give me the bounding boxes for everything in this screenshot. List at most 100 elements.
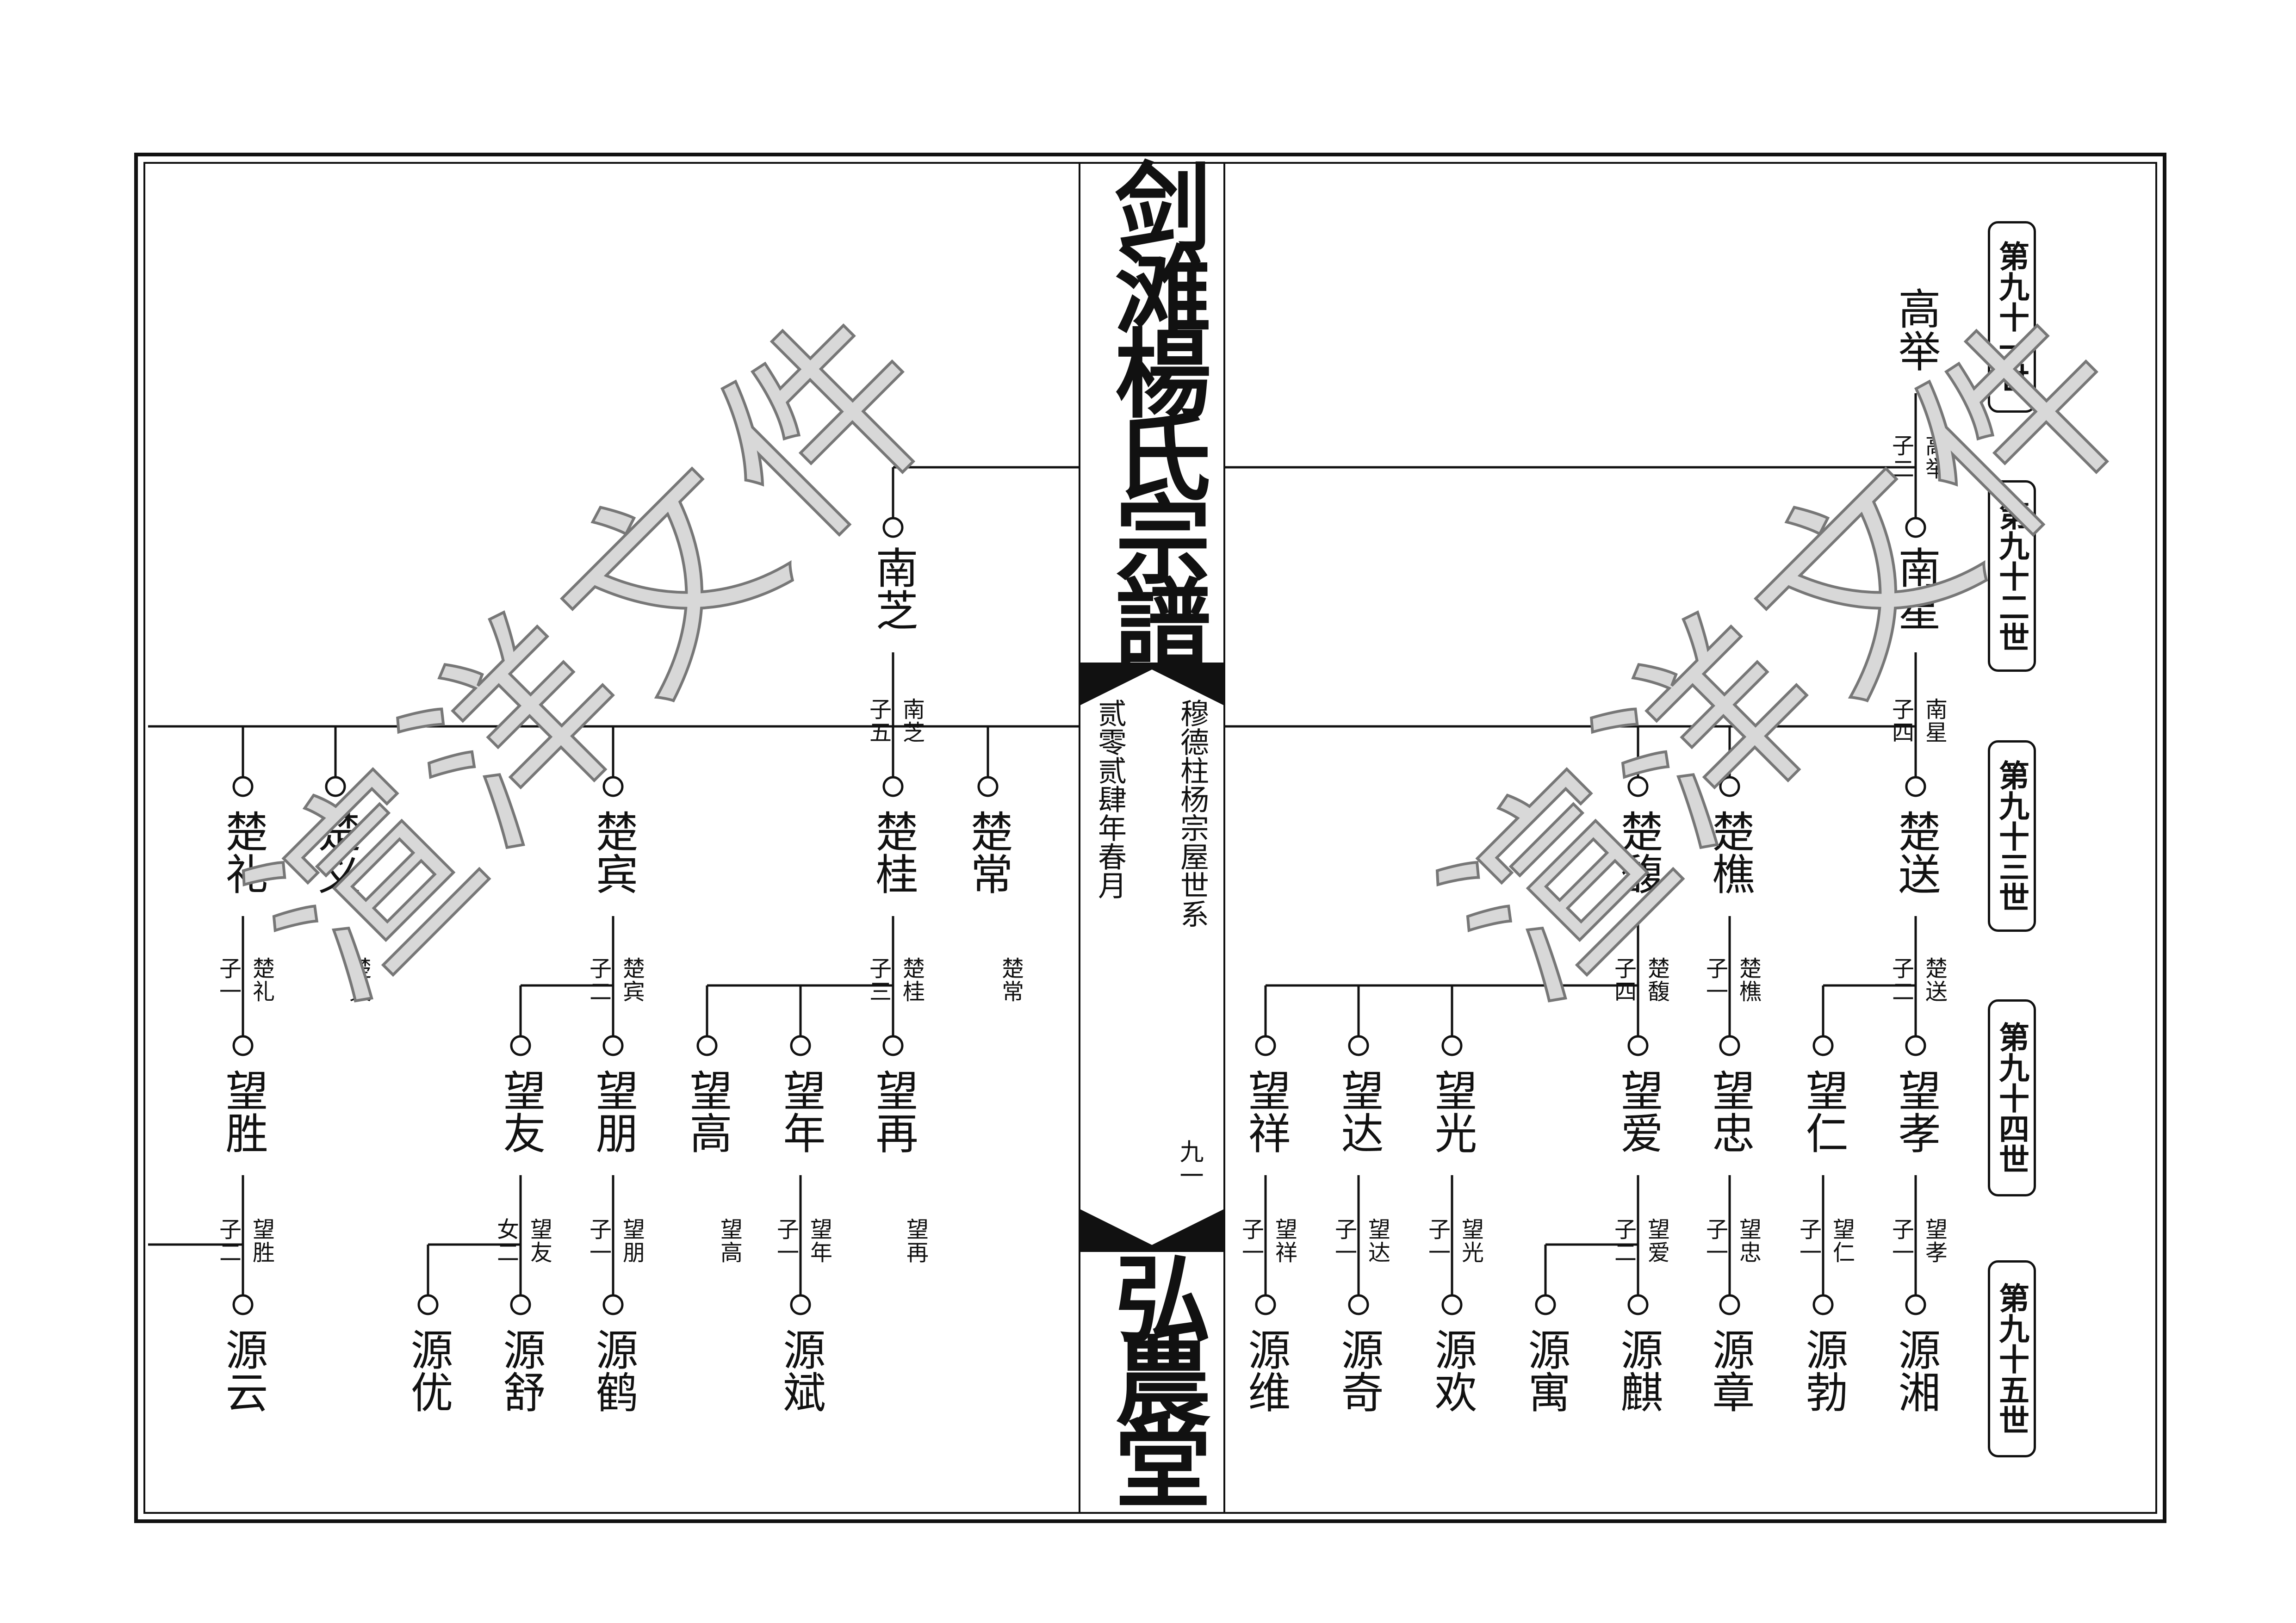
child-node-marker	[1627, 1294, 1649, 1315]
person-name: 源舒	[496, 1328, 546, 1413]
person-name: 望爱	[1613, 1069, 1663, 1154]
child-count-note: 子一	[1702, 1218, 1728, 1264]
child-node-marker	[1905, 1035, 1926, 1056]
child-node-marker	[1441, 1294, 1463, 1315]
parent-name-note: 望胜	[248, 1218, 274, 1264]
child-node-marker	[602, 1294, 624, 1315]
person-name: 源章	[1705, 1328, 1755, 1413]
parent-name-note: 望高	[716, 1218, 742, 1264]
person-name: 望胜	[218, 1069, 268, 1154]
person-name: 南星	[1891, 546, 1941, 631]
child-count-note: 子一	[1702, 957, 1728, 1003]
person-name: 源麒	[1613, 1328, 1663, 1413]
person-name: 望忠	[1705, 1069, 1755, 1154]
child-node-marker	[510, 1035, 531, 1056]
parent-name-note: 楚常	[998, 957, 1024, 1003]
parent-name-note: 望忠	[1735, 1218, 1761, 1264]
child-node-marker	[882, 517, 904, 538]
parent-name-note: 楚樵	[1735, 957, 1761, 1003]
person-name: 南芝	[869, 546, 918, 631]
child-node-marker	[602, 1035, 624, 1056]
person-name: 源奇	[1334, 1328, 1384, 1413]
parent-name-note: 望光	[1458, 1218, 1483, 1264]
parent-name-note: 楚义	[345, 957, 371, 1003]
parent-name-note: 望孝	[1921, 1218, 1947, 1264]
parent-name-note: 楚送	[1921, 957, 1947, 1003]
genealogy-title: 剑滩楊氏宗譜	[1098, 157, 1211, 657]
child-count-note: 子一	[585, 1218, 611, 1264]
generation-label-95: 第九十五世	[1988, 1260, 2036, 1457]
person-name: 源维	[1241, 1328, 1291, 1413]
person-name: 楚常	[963, 810, 1013, 895]
parent-name-note: 望再	[902, 1218, 928, 1264]
person-name: 源勃	[1799, 1328, 1848, 1413]
person-name: 楚义	[311, 810, 360, 895]
child-node-marker	[232, 1035, 254, 1056]
child-count-note: 子四	[1888, 698, 1914, 744]
generation-label-91: 第九十一世	[1988, 221, 2036, 413]
child-node-marker	[1719, 1294, 1740, 1315]
parent-name-note: 望祥	[1271, 1218, 1297, 1264]
person-name: 高举	[1891, 287, 1941, 372]
person-name: 望祥	[1241, 1069, 1291, 1154]
child-node-marker	[1905, 517, 1926, 538]
child-node-marker	[882, 1035, 904, 1056]
person-name: 望再	[869, 1069, 918, 1154]
generation-label-93: 第九十三世	[1988, 740, 2036, 932]
child-node-marker	[790, 1035, 811, 1056]
spine-ornament-right-bottom	[1138, 1208, 1225, 1252]
parent-name-note: 高举	[1921, 434, 1947, 480]
compiler-line: 穆德柱杨宗屋世系	[1175, 699, 1209, 928]
child-count-note: 子四	[1610, 957, 1636, 1003]
child-count-note: 子二	[585, 957, 611, 1003]
child-node-marker	[1535, 1294, 1556, 1315]
parent-name-note: 望友	[526, 1218, 552, 1264]
child-node-marker	[696, 1035, 718, 1056]
child-count-note: 子一	[215, 957, 241, 1003]
child-count-note: 子二	[1610, 1218, 1636, 1264]
person-name: 楚送	[1891, 810, 1941, 895]
person-name: 源鹤	[589, 1328, 638, 1413]
spine-ornament-left-top	[1079, 663, 1166, 706]
child-node-marker	[1719, 1035, 1740, 1056]
child-node-marker	[1441, 1035, 1463, 1056]
child-node-marker	[1255, 1294, 1276, 1315]
person-name: 楚礼	[218, 810, 268, 895]
page-frame-inner	[143, 162, 2157, 1514]
child-count-note: 子一	[1331, 1218, 1357, 1264]
child-count-note: 子一	[773, 1218, 799, 1264]
child-count-note: 子二	[1888, 434, 1914, 480]
child-count-note: 子一	[1888, 1218, 1914, 1264]
child-count-note: 子五	[865, 698, 891, 744]
person-name: 楚馥	[1613, 810, 1663, 895]
compile-date: 贰零贰肆年春月	[1093, 699, 1127, 899]
child-count-note: 子一	[1424, 1218, 1450, 1264]
parent-name-note: 楚桂	[899, 957, 925, 1003]
spine-ornament-left-bottom	[1079, 1208, 1166, 1252]
child-count-note: 子二	[1888, 957, 1914, 1003]
child-node-marker	[1812, 1035, 1834, 1056]
child-node-marker	[1719, 776, 1740, 797]
hall-name: 弘農堂	[1098, 1249, 1211, 1496]
child-node-marker	[1627, 776, 1649, 797]
child-node-marker	[1255, 1035, 1276, 1056]
parent-name-note: 南星	[1921, 698, 1947, 744]
person-name: 望仁	[1799, 1069, 1848, 1154]
person-name: 源云	[218, 1328, 268, 1413]
page-number: 九一	[1175, 1139, 1203, 1187]
spine-ornament-right-top	[1138, 663, 1225, 706]
child-node-marker	[1348, 1035, 1369, 1056]
child-node-marker	[882, 776, 904, 797]
child-node-marker	[510, 1294, 531, 1315]
child-node-marker	[1905, 776, 1926, 797]
person-name: 源湘	[1891, 1328, 1941, 1413]
parent-name-note: 楚宾	[619, 957, 645, 1003]
person-name: 源斌	[776, 1328, 825, 1413]
parent-name-note: 望朋	[619, 1218, 645, 1264]
child-count-note: 子三	[865, 957, 891, 1003]
parent-name-note: 望仁	[1829, 1218, 1855, 1264]
person-name: 楚桂	[869, 810, 918, 895]
